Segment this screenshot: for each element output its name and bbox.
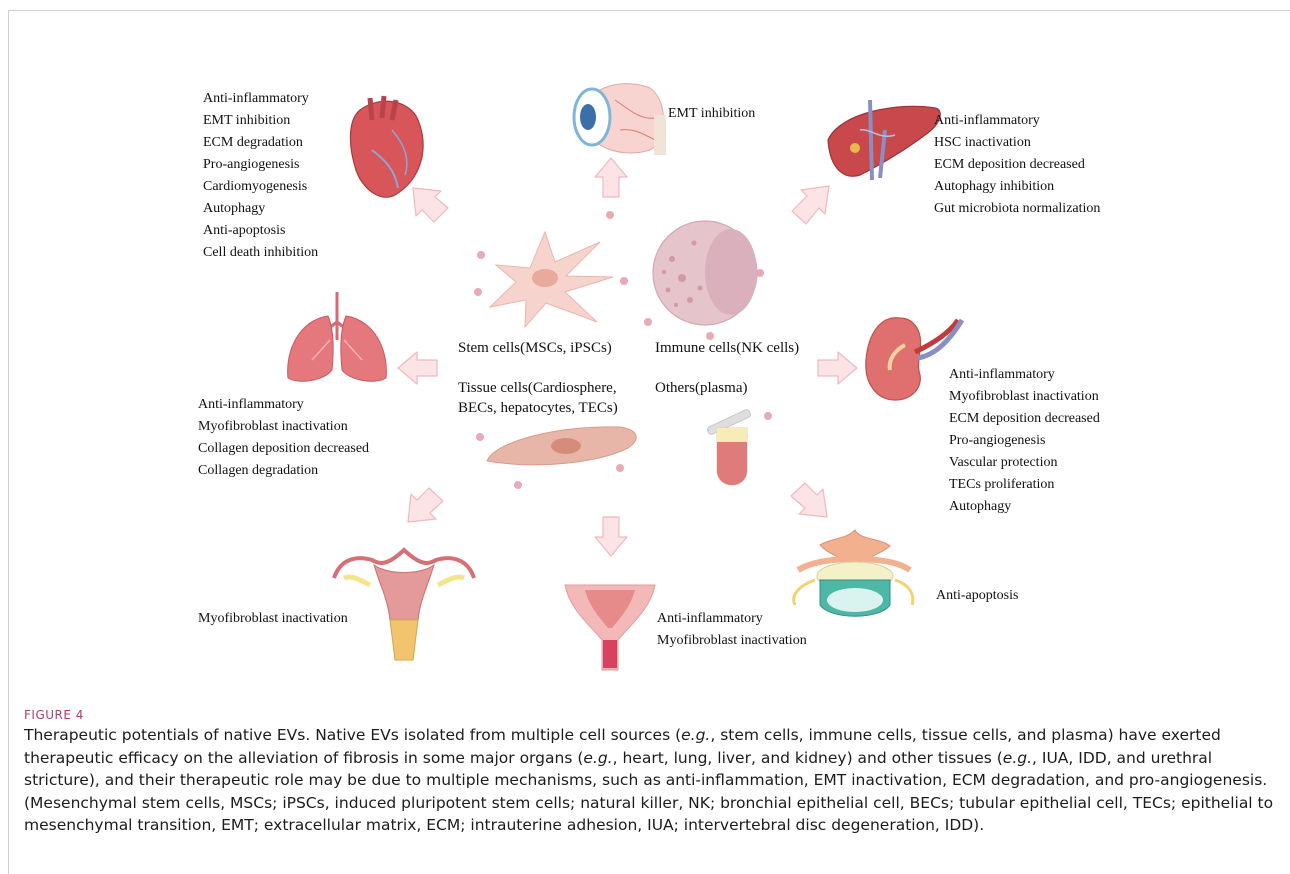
- disc-effect-item: Anti-apoptosis: [936, 585, 1018, 607]
- lung-effect-item: Anti-inflammatory: [198, 394, 369, 416]
- kidney-effect-item: Myofibroblast inactivation: [949, 386, 1100, 408]
- immune-cells-label: Immune cells(NK cells): [655, 338, 799, 358]
- caption-eg: e.g.: [1003, 749, 1032, 767]
- tissue-cells-label: Tissue cells(Cardiosphere, BECs, hepatoc…: [458, 378, 618, 418]
- plasma-tube: [706, 409, 751, 485]
- heart-effect-item: Cell death inhibition: [203, 242, 318, 264]
- heart-illustration: [350, 96, 423, 197]
- arrow-to-eye: [595, 158, 627, 197]
- heart-effect-item: EMT inhibition: [203, 110, 318, 132]
- lung-effect-item: Myofibroblast inactivation: [198, 416, 369, 438]
- figure-label: FIGURE 4: [24, 708, 84, 722]
- arrow-to-lung: [398, 352, 437, 384]
- stem-cell: [490, 232, 613, 327]
- liver-illustration: [828, 100, 940, 180]
- liver-effect-item: Autophagy inhibition: [934, 176, 1100, 198]
- liver-effect-item: Anti-inflammatory: [934, 110, 1100, 132]
- eye-effect-item: EMT inhibition: [668, 103, 755, 125]
- kidney-illustration: [866, 318, 962, 400]
- liver-effect-item: HSC inactivation: [934, 132, 1100, 154]
- kidney-effects: Anti-inflammatory Myofibroblast inactiva…: [949, 364, 1100, 518]
- caption-eg: e.g.: [583, 749, 612, 767]
- diagram-illustration: [0, 0, 1290, 700]
- lung-effects: Anti-inflammatory Myofibroblast inactiva…: [198, 394, 369, 482]
- arrow-to-kidney: [818, 352, 857, 384]
- immune-cell: [653, 221, 757, 325]
- urethra-effect-item: Myofibroblast inactivation: [657, 630, 807, 652]
- urethra-effects: Anti-inflammatory Myofibroblast inactiva…: [657, 608, 807, 652]
- kidney-effect-item: Vascular protection: [949, 452, 1100, 474]
- heart-effect-item: Anti-inflammatory: [203, 88, 318, 110]
- figure-caption: Therapeutic potentials of native EVs. Na…: [24, 724, 1274, 837]
- kidney-effect-item: Pro-angiogenesis: [949, 430, 1100, 452]
- urethra-effect-item: Anti-inflammatory: [657, 608, 807, 630]
- lung-illustration: [288, 292, 387, 381]
- heart-effect-item: Cardiomyogenesis: [203, 176, 318, 198]
- liver-effect-item: ECM deposition decreased: [934, 154, 1100, 176]
- heart-effect-item: Autophagy: [203, 198, 318, 220]
- caption-eg: e.g.: [681, 726, 710, 744]
- heart-effects: Anti-inflammatory EMT inhibition ECM deg…: [203, 88, 318, 264]
- liver-effect-item: Gut microbiota normalization: [934, 198, 1100, 220]
- kidney-effect-item: Anti-inflammatory: [949, 364, 1100, 386]
- kidney-effect-item: ECM deposition decreased: [949, 408, 1100, 430]
- eye-illustration: [574, 84, 666, 155]
- arrow-to-urethra: [595, 517, 627, 556]
- stem-cells-label: Stem cells(MSCs, iPSCs): [458, 338, 612, 358]
- kidney-effect-item: TECs proliferation: [949, 474, 1100, 496]
- eye-effects: EMT inhibition: [668, 103, 755, 125]
- uterus-effect-item: Myofibroblast inactivation: [198, 608, 348, 630]
- uterus-illustration: [334, 550, 474, 660]
- arrow-to-liver: [792, 186, 829, 224]
- arrow-to-uterus: [408, 488, 443, 522]
- caption-text: Therapeutic potentials of native EVs. Na…: [24, 726, 681, 744]
- disc-effects: Anti-apoptosis: [936, 585, 1018, 607]
- disc-illustration: [794, 530, 913, 616]
- uterus-effects: Myofibroblast inactivation: [198, 608, 348, 630]
- arrow-to-disc: [791, 483, 827, 517]
- liver-effects: Anti-inflammatory HSC inactivation ECM d…: [934, 110, 1100, 220]
- caption-text: , heart, lung, liver, and kidney) and ot…: [613, 749, 1003, 767]
- tissue-cells-line: BECs, hepatocytes, TECs): [458, 398, 618, 418]
- urethra-illustration: [565, 585, 655, 670]
- others-plasma-label: Others(plasma): [655, 378, 747, 398]
- heart-effect-item: Anti-apoptosis: [203, 220, 318, 242]
- arrow-to-heart: [413, 188, 448, 222]
- kidney-effect-item: Autophagy: [949, 496, 1100, 518]
- tissue-cells-line: Tissue cells(Cardiosphere,: [458, 378, 618, 398]
- lung-effect-item: Collagen deposition decreased: [198, 438, 369, 460]
- heart-effect-item: ECM degradation: [203, 132, 318, 154]
- lung-effect-item: Collagen degradation: [198, 460, 369, 482]
- heart-effect-item: Pro-angiogenesis: [203, 154, 318, 176]
- tissue-cell: [487, 427, 636, 465]
